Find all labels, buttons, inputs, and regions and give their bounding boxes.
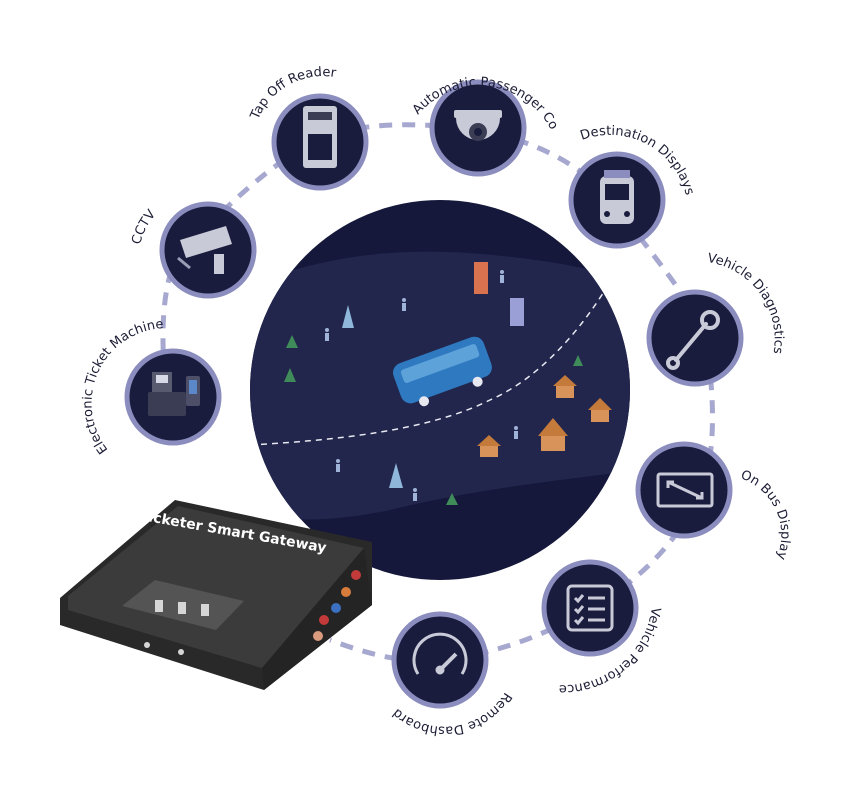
checklist-icon <box>566 584 614 632</box>
person-icon <box>325 270 518 501</box>
tree-icon <box>573 355 583 366</box>
wrench-icon <box>666 310 720 370</box>
usb-port-icon <box>155 600 163 612</box>
feature-label: On Bus Display <box>738 468 792 562</box>
feature-node-vehicle-diagnostics: Vehicle Diagnostics <box>646 251 786 387</box>
svg-text:On Bus Display: On Bus Display <box>738 468 792 562</box>
ticket-machine-icon <box>148 372 200 416</box>
screen-arrows-icon <box>656 472 714 508</box>
led-indicator <box>144 642 150 648</box>
house-icon <box>588 398 612 422</box>
building-icon <box>474 262 488 294</box>
cable-connectors <box>313 570 361 641</box>
feature-node-electronic-ticket-machine: Electronic Ticket Machine <box>80 317 222 457</box>
house-icon <box>477 435 501 457</box>
feature-node-cctv: CCTV <box>129 201 257 299</box>
house-icon <box>553 375 577 398</box>
feature-node-destination-displays: Destination Displays <box>568 124 697 249</box>
building-icon <box>510 298 524 326</box>
feature-node-vehicle-performance: Vehicle Performance <box>541 559 663 696</box>
feature-node-on-bus-display: On Bus Display <box>635 441 792 562</box>
usb-port-icon <box>201 604 209 616</box>
feature-node-remote-dashboard: Remote Dashboard <box>390 611 514 738</box>
tree-icon <box>389 463 403 488</box>
feature-label: CCTV <box>129 207 159 246</box>
bus-front-icon <box>600 170 634 224</box>
tree-icon <box>446 493 458 505</box>
bus-illustration <box>393 336 492 407</box>
road-line <box>250 289 606 446</box>
tree-icon <box>286 335 298 348</box>
svg-text:CCTV: CCTV <box>129 207 159 246</box>
card-reader-icon <box>303 106 337 168</box>
feature-node-tap-off-reader: Tap Off Reader <box>247 65 369 191</box>
scene-illustration <box>250 200 630 580</box>
tree-icon <box>284 368 296 382</box>
connector-ring <box>160 122 715 665</box>
house-icon <box>538 418 568 451</box>
led-indicator <box>178 649 184 655</box>
cctv-camera-icon <box>177 226 232 274</box>
usb-port-icon <box>178 602 186 614</box>
smart-gateway-device: Ticketer Smart Gateway <box>60 500 372 690</box>
dome-camera-icon <box>454 110 502 141</box>
tree-icon <box>342 305 354 328</box>
gauge-icon <box>412 632 468 675</box>
